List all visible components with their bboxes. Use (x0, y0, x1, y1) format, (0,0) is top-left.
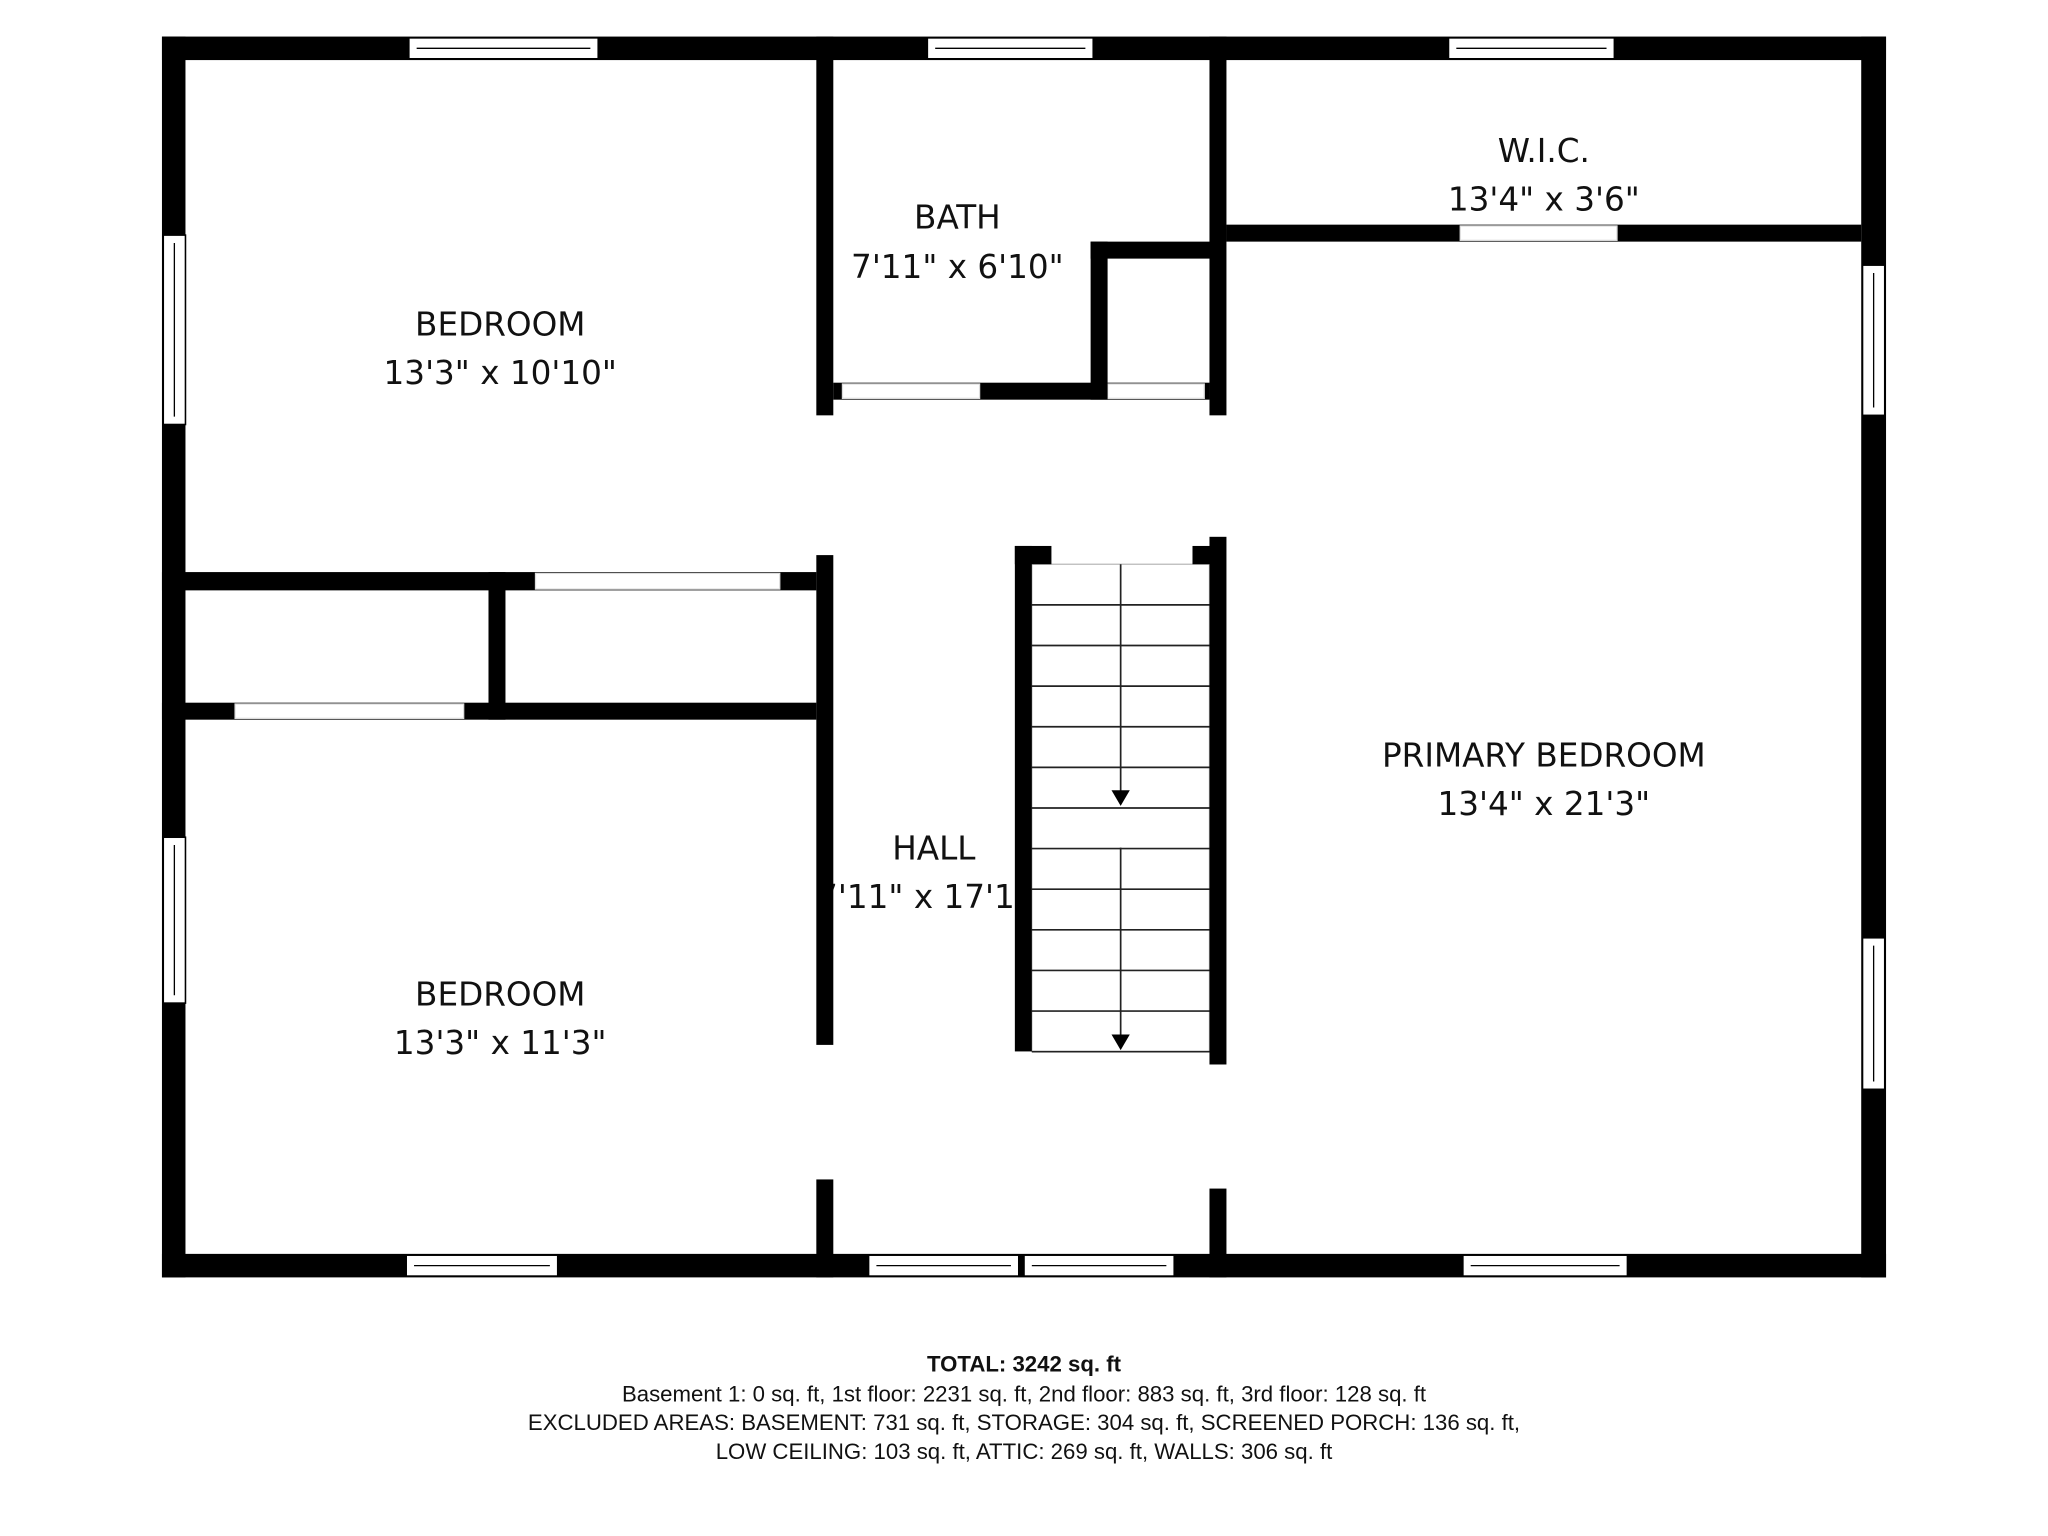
room-bedroom-1-name: BEDROOM (415, 306, 585, 344)
area-summary: TOTAL: 3242 sq. ft Basement 1: 0 sq. ft,… (528, 1351, 1520, 1464)
room-primary-bedroom-dims: 13'4" x 21'3" (1438, 785, 1651, 823)
room-hall-name: HALL (892, 829, 976, 867)
stair-arrow-icon (1111, 1034, 1130, 1051)
floor-areas: Basement 1: 0 sq. ft, 1st floor: 2231 sq… (622, 1381, 1426, 1406)
room-bedroom-2-dims: 13'3" x 11'3" (394, 1024, 607, 1062)
room-bedroom-2-name: BEDROOM (415, 976, 585, 1014)
room-primary-bedroom-name: PRIMARY BEDROOM (1382, 737, 1706, 775)
windows (162, 37, 1886, 1277)
stair-arrow-icon (1111, 790, 1130, 806)
room-wic-name: W.I.C. (1498, 132, 1590, 170)
excluded-areas-1: EXCLUDED AREAS: BASEMENT: 731 sq. ft, ST… (528, 1410, 1520, 1435)
room-bedroom-1-dims: 13'3" x 10'10" (384, 354, 617, 392)
room-bath-dims: 7'11" x 6'10" (851, 248, 1064, 286)
room-bath-name: BATH (914, 199, 1001, 237)
room-wic-dims: 13'4" x 3'6" (1448, 180, 1640, 218)
staircase (1014, 545, 1213, 1053)
room-labels: BEDROOM 13'3" x 10'10" BATH 7'11" x 6'10… (384, 132, 1706, 1062)
total-area: TOTAL: 3242 sq. ft (927, 1351, 1122, 1376)
room-hall-dims: 7'11" x 17'11" (817, 878, 1050, 916)
excluded-areas-2: LOW CEILING: 103 sq. ft, ATTIC: 269 sq. … (716, 1439, 1333, 1464)
